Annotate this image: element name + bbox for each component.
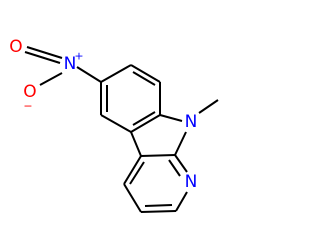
bond-c4-c4a-double bbox=[129, 161, 145, 185]
bond-c4-c4a bbox=[123, 155, 142, 185]
bond-c9a-c4a bbox=[140, 154, 176, 157]
bond-c9a-n1 bbox=[174, 154, 188, 173]
bond-nitro-n-o-double-b bbox=[24, 51, 61, 64]
bond-c4a-c4b bbox=[130, 131, 142, 157]
bond-c6-c7 bbox=[100, 64, 132, 83]
bond-c4b-c5 bbox=[100, 114, 132, 133]
bond-c2-c3 bbox=[140, 210, 177, 213]
bonds bbox=[24, 46, 219, 213]
indole-nitrogen-label: N bbox=[185, 112, 198, 132]
bond-nitro-n-o-double-a bbox=[26, 46, 63, 59]
nitro-nitrogen-charge: + bbox=[74, 50, 83, 63]
bond-c2-c3-double bbox=[144, 204, 173, 207]
bond-n9-c9a bbox=[174, 131, 187, 156]
bond-c9a-n1-double bbox=[168, 159, 181, 177]
nitro-oxygen-charge: − bbox=[23, 100, 32, 113]
nitro-oxygen-double-label: O bbox=[9, 37, 22, 57]
bond-c8a-c4b-double bbox=[132, 111, 156, 126]
bond-c6-nitro-n bbox=[76, 66, 102, 83]
bond-c3-c4 bbox=[123, 183, 142, 213]
bond-nitro-n-o-single bbox=[39, 72, 63, 86]
bond-n9-methyl bbox=[198, 99, 219, 114]
bond-c7-c8 bbox=[130, 64, 161, 83]
bond-n1-c2 bbox=[175, 191, 188, 212]
nitro-oxygen-single-label: O bbox=[23, 82, 36, 102]
atom-labels: N + O O − N N bbox=[9, 37, 197, 192]
bond-c8a-c4b bbox=[130, 114, 161, 133]
molecule-structure: N + O O − N N bbox=[9, 37, 219, 213]
nitro-nitrogen-label: N bbox=[64, 54, 77, 74]
bond-c8a-n9 bbox=[159, 114, 183, 122]
pyridine-nitrogen-label: N bbox=[185, 172, 198, 192]
bond-c7-c8-double bbox=[132, 71, 156, 86]
